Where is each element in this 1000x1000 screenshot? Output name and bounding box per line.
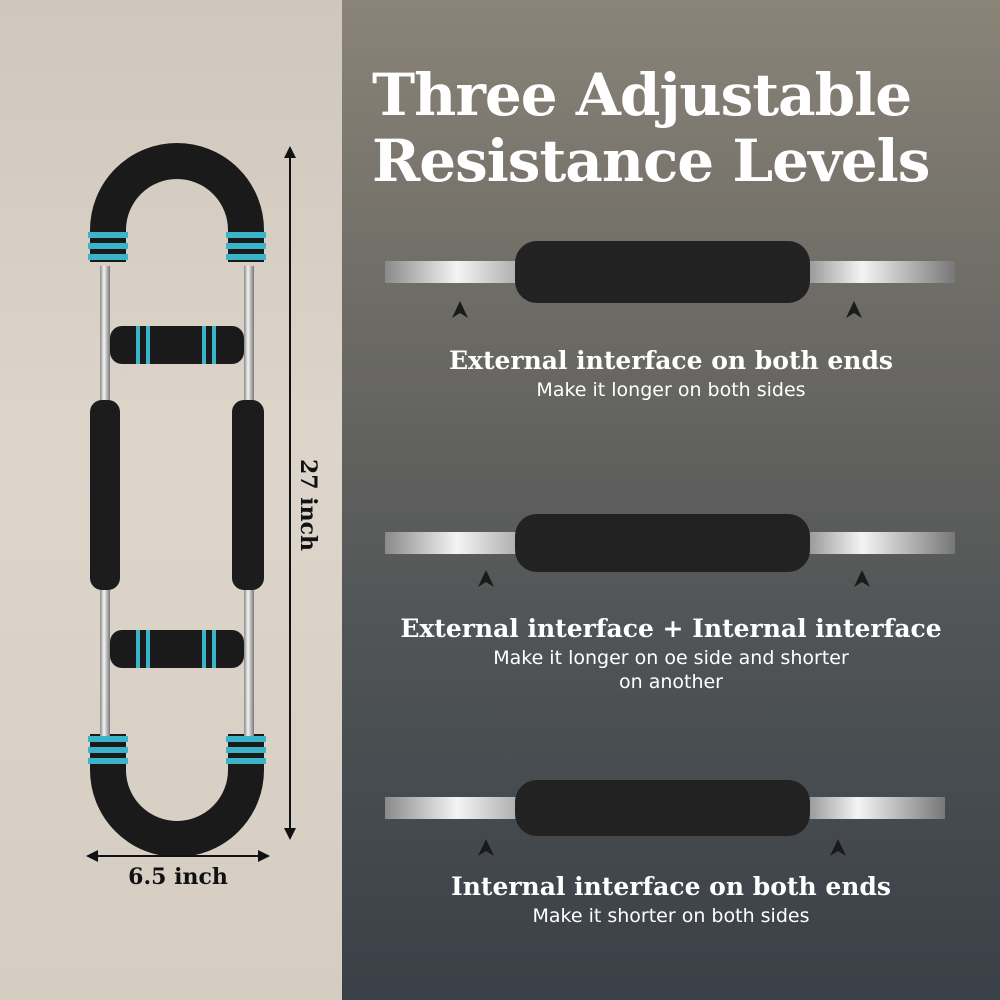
- product-image-panel: 27 inch 6.5 inch: [0, 0, 342, 1000]
- level-3-bar-image: [385, 780, 945, 856]
- level-2-caption: External interface + Internal interface …: [342, 614, 1000, 694]
- level-3-description: Make it shorter on both sides: [532, 905, 810, 927]
- level-2-description-line-1: Make it longer on oe side and shorter: [493, 647, 849, 669]
- level-2-description: Make it longer on oe side and shorter on…: [342, 646, 1000, 694]
- page-title: Three Adjustable Resistance Levels: [372, 62, 972, 194]
- width-dimension-label: 6.5 inch: [128, 864, 228, 890]
- level-3-caption: Internal interface on both ends Make it …: [342, 872, 1000, 928]
- title-line-2: Resistance Levels: [372, 127, 930, 195]
- level-2-heading: External interface + Internal interface: [400, 614, 942, 643]
- level-1-heading: External interface on both ends: [448, 346, 894, 375]
- height-dimension-label: 27 inch: [295, 458, 321, 552]
- chest-expander-image: [86, 143, 296, 862]
- level-3-heading: Internal interface on both ends: [451, 872, 891, 901]
- level-2-description-line-2: on another: [618, 671, 723, 693]
- title-line-1: Three Adjustable: [372, 61, 912, 129]
- level-1-description: Make it longer on both sides: [536, 379, 806, 401]
- level-2-bar-image: [385, 514, 955, 587]
- level-1-caption: External interface on both ends Make it …: [342, 346, 1000, 402]
- level-1-bar-image: [385, 241, 955, 318]
